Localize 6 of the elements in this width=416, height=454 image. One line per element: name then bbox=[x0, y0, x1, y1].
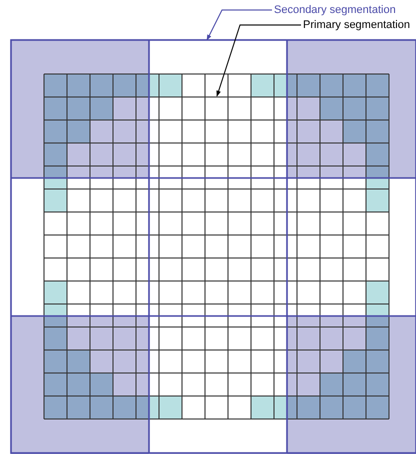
cell-grid bbox=[44, 74, 390, 420]
callout-label: Primary segmentation bbox=[303, 18, 410, 32]
leader-line bbox=[216, 24, 302, 97]
callout-label: Secondary segmentation bbox=[274, 3, 396, 17]
segmentation-frame bbox=[10, 39, 416, 454]
leader-line bbox=[206, 10, 272, 41]
